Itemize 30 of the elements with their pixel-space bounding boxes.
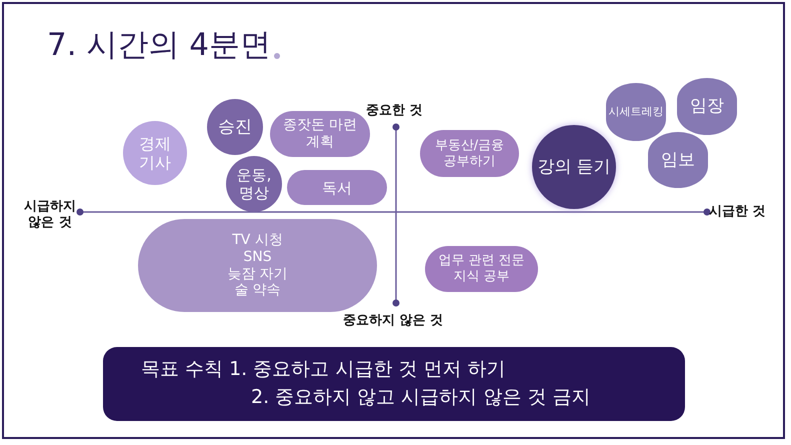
topic-label: 승진	[218, 116, 252, 138]
axis-label: 중요하지 않은 것	[343, 313, 444, 329]
axis-label: 중요한 것	[366, 103, 423, 119]
topic-label: 운동, 명상	[236, 166, 272, 202]
topic-label: 시세트레킹	[608, 105, 664, 119]
topic-tile	[677, 78, 737, 135]
topic-label: 강의 듣기	[537, 156, 611, 178]
topic-tile	[648, 132, 708, 188]
axis-label: 시급하지 않은 것	[23, 199, 77, 230]
slide-title: 7. 시간의 4분면	[47, 26, 272, 65]
topic-label: 경제 기사	[138, 134, 172, 172]
topic-label: 늦잠 자기	[227, 266, 288, 282]
topic-label: 술 약속	[234, 282, 281, 300]
topic-label: 임보	[661, 150, 695, 170]
highlight-circle	[532, 125, 616, 209]
rule-text: 2. 중요하지 않고 시급하지 않은 것 금지	[251, 385, 590, 410]
topic-pill	[287, 170, 387, 205]
topic-label: 업무 관련 전문 지식 공부	[437, 253, 526, 285]
topic-label: 독서	[322, 178, 352, 196]
topic-tile	[606, 83, 666, 141]
rule-text: 목표 수칙 1. 중요하고 시급한 것 먼저 하기	[141, 357, 506, 382]
topic-label: TV 시청	[232, 232, 283, 249]
topic-label: SNS	[243, 248, 272, 266]
topic-label: 임장	[690, 96, 724, 117]
rule-banner	[103, 347, 685, 421]
topic-pill	[425, 246, 538, 292]
axis-label: 시급한 것	[709, 204, 766, 220]
topic-label: 부동산/금융 공부하기	[434, 138, 506, 170]
topic-label: 종잣돈 마련 계획	[282, 117, 358, 151]
topic-pill	[420, 130, 519, 177]
